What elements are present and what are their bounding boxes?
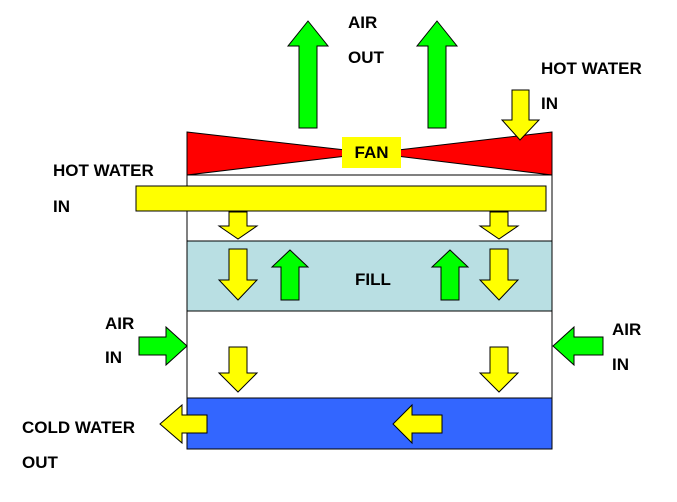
green-arrow-icon — [552, 325, 604, 367]
air-in-left-label-line1: AIR — [105, 314, 135, 333]
air-in-right-label-line2: IN — [612, 355, 629, 374]
green-arrow-icon — [270, 249, 310, 301]
green-arrow-icon — [286, 20, 330, 129]
air-in-right-label-line1: AIR — [612, 320, 642, 339]
green-arrow-icon — [415, 20, 459, 129]
hot-water-distribution-bar — [135, 185, 547, 212]
fan-blade-right — [371, 131, 553, 176]
yellow-arrow-icon — [217, 211, 259, 240]
yellow-arrow-icon — [478, 248, 520, 301]
yellow-arrow-icon — [500, 89, 541, 141]
green-arrow-icon — [430, 249, 470, 301]
yellow-arrow-icon — [392, 403, 443, 445]
hot-water-left-label-line2: IN — [53, 197, 70, 216]
fan-blade-left — [186, 131, 373, 176]
hot-water-right-label-line2: IN — [541, 94, 558, 113]
hot-water-right-label-line1: HOT WATER — [541, 59, 642, 78]
yellow-arrow-icon — [478, 211, 520, 240]
cold-water-basin — [186, 397, 553, 450]
hot-water-left-label-line1: HOT WATER — [53, 161, 154, 180]
air-out-label-line2: OUT — [348, 48, 384, 67]
yellow-arrow-icon — [159, 403, 208, 445]
cold-water-out-label-line2: OUT — [22, 453, 58, 472]
yellow-arrow-icon — [217, 346, 259, 393]
cold-water-out-label-line1: COLD WATER — [22, 418, 136, 437]
air-in-left-label-line2: IN — [105, 348, 122, 367]
green-arrow-icon — [138, 325, 188, 367]
air-out-label-line1: AIR — [348, 13, 378, 32]
fan-label: FAN — [342, 137, 401, 168]
yellow-arrow-icon — [217, 248, 259, 301]
fill-label: FILL — [355, 270, 391, 289]
yellow-arrow-icon — [478, 346, 520, 393]
